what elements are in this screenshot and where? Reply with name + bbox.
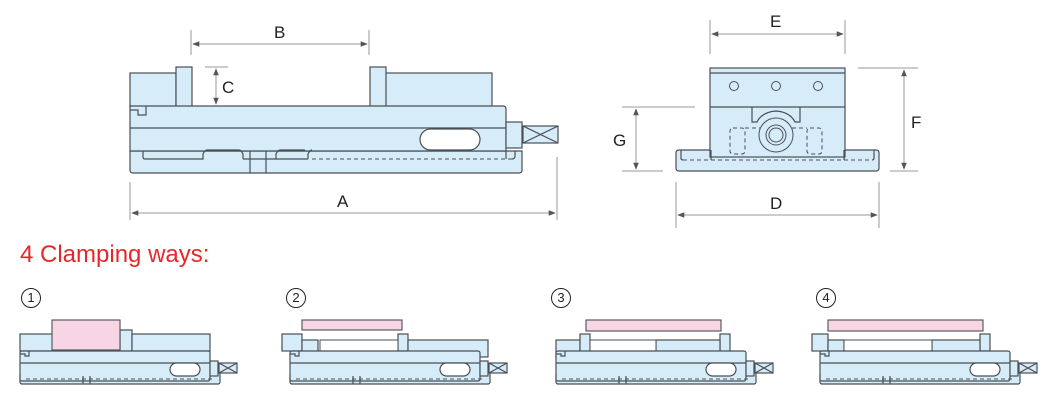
side-view: B C A xyxy=(129,23,559,220)
dimension-label-g: G xyxy=(613,131,626,150)
movable-jaw-block xyxy=(384,72,493,108)
mini-slot xyxy=(969,362,1001,377)
end-view: E F G D xyxy=(613,12,921,228)
mini-knob xyxy=(479,360,489,377)
fixed-jaw-block xyxy=(129,72,177,108)
jaw-block xyxy=(131,333,211,352)
jaw-block xyxy=(811,333,829,352)
mounting-hole xyxy=(771,81,781,91)
clamping-way-4-drawing xyxy=(811,319,1038,385)
mini-knob xyxy=(209,360,219,377)
clamping-way-number-3: 3 xyxy=(551,288,571,308)
rail-slot xyxy=(419,128,481,151)
workpiece xyxy=(827,319,984,332)
dimension-label-f: F xyxy=(911,113,921,132)
mini-knob xyxy=(1009,360,1019,377)
dimension-label-b: B xyxy=(274,23,285,42)
workpiece xyxy=(585,319,722,332)
clamping-title: 4 Clamping ways: xyxy=(20,241,210,268)
dimension-label-c: C xyxy=(222,78,234,97)
clamping-way-number-2: 2 xyxy=(286,288,306,308)
jaw-block xyxy=(119,329,133,352)
mounting-hole xyxy=(729,81,739,91)
workpiece xyxy=(301,319,403,331)
dimension-label-a: A xyxy=(337,192,349,211)
jaw-block xyxy=(979,333,991,352)
mini-slot xyxy=(705,362,737,377)
mounting-hole xyxy=(813,81,823,91)
jaw-block xyxy=(281,333,303,352)
jaw-block xyxy=(397,333,409,352)
clamping-way-number-1: 1 xyxy=(21,288,41,308)
dimension-label-e: E xyxy=(770,12,781,31)
vise-base xyxy=(129,150,523,174)
mini-slot xyxy=(439,362,471,377)
clamping-way-3-drawing xyxy=(555,319,774,385)
clamping-way-2-drawing xyxy=(281,319,508,385)
workpiece xyxy=(51,319,121,351)
clamping-way-number-4: 4 xyxy=(816,288,836,308)
mini-slot xyxy=(169,362,201,377)
clamping-way-1-drawing xyxy=(19,319,238,385)
spindle-knob xyxy=(505,121,523,149)
jaw-block xyxy=(19,333,55,352)
mini-knob xyxy=(745,360,755,377)
dimension-label-d: D xyxy=(770,194,782,213)
